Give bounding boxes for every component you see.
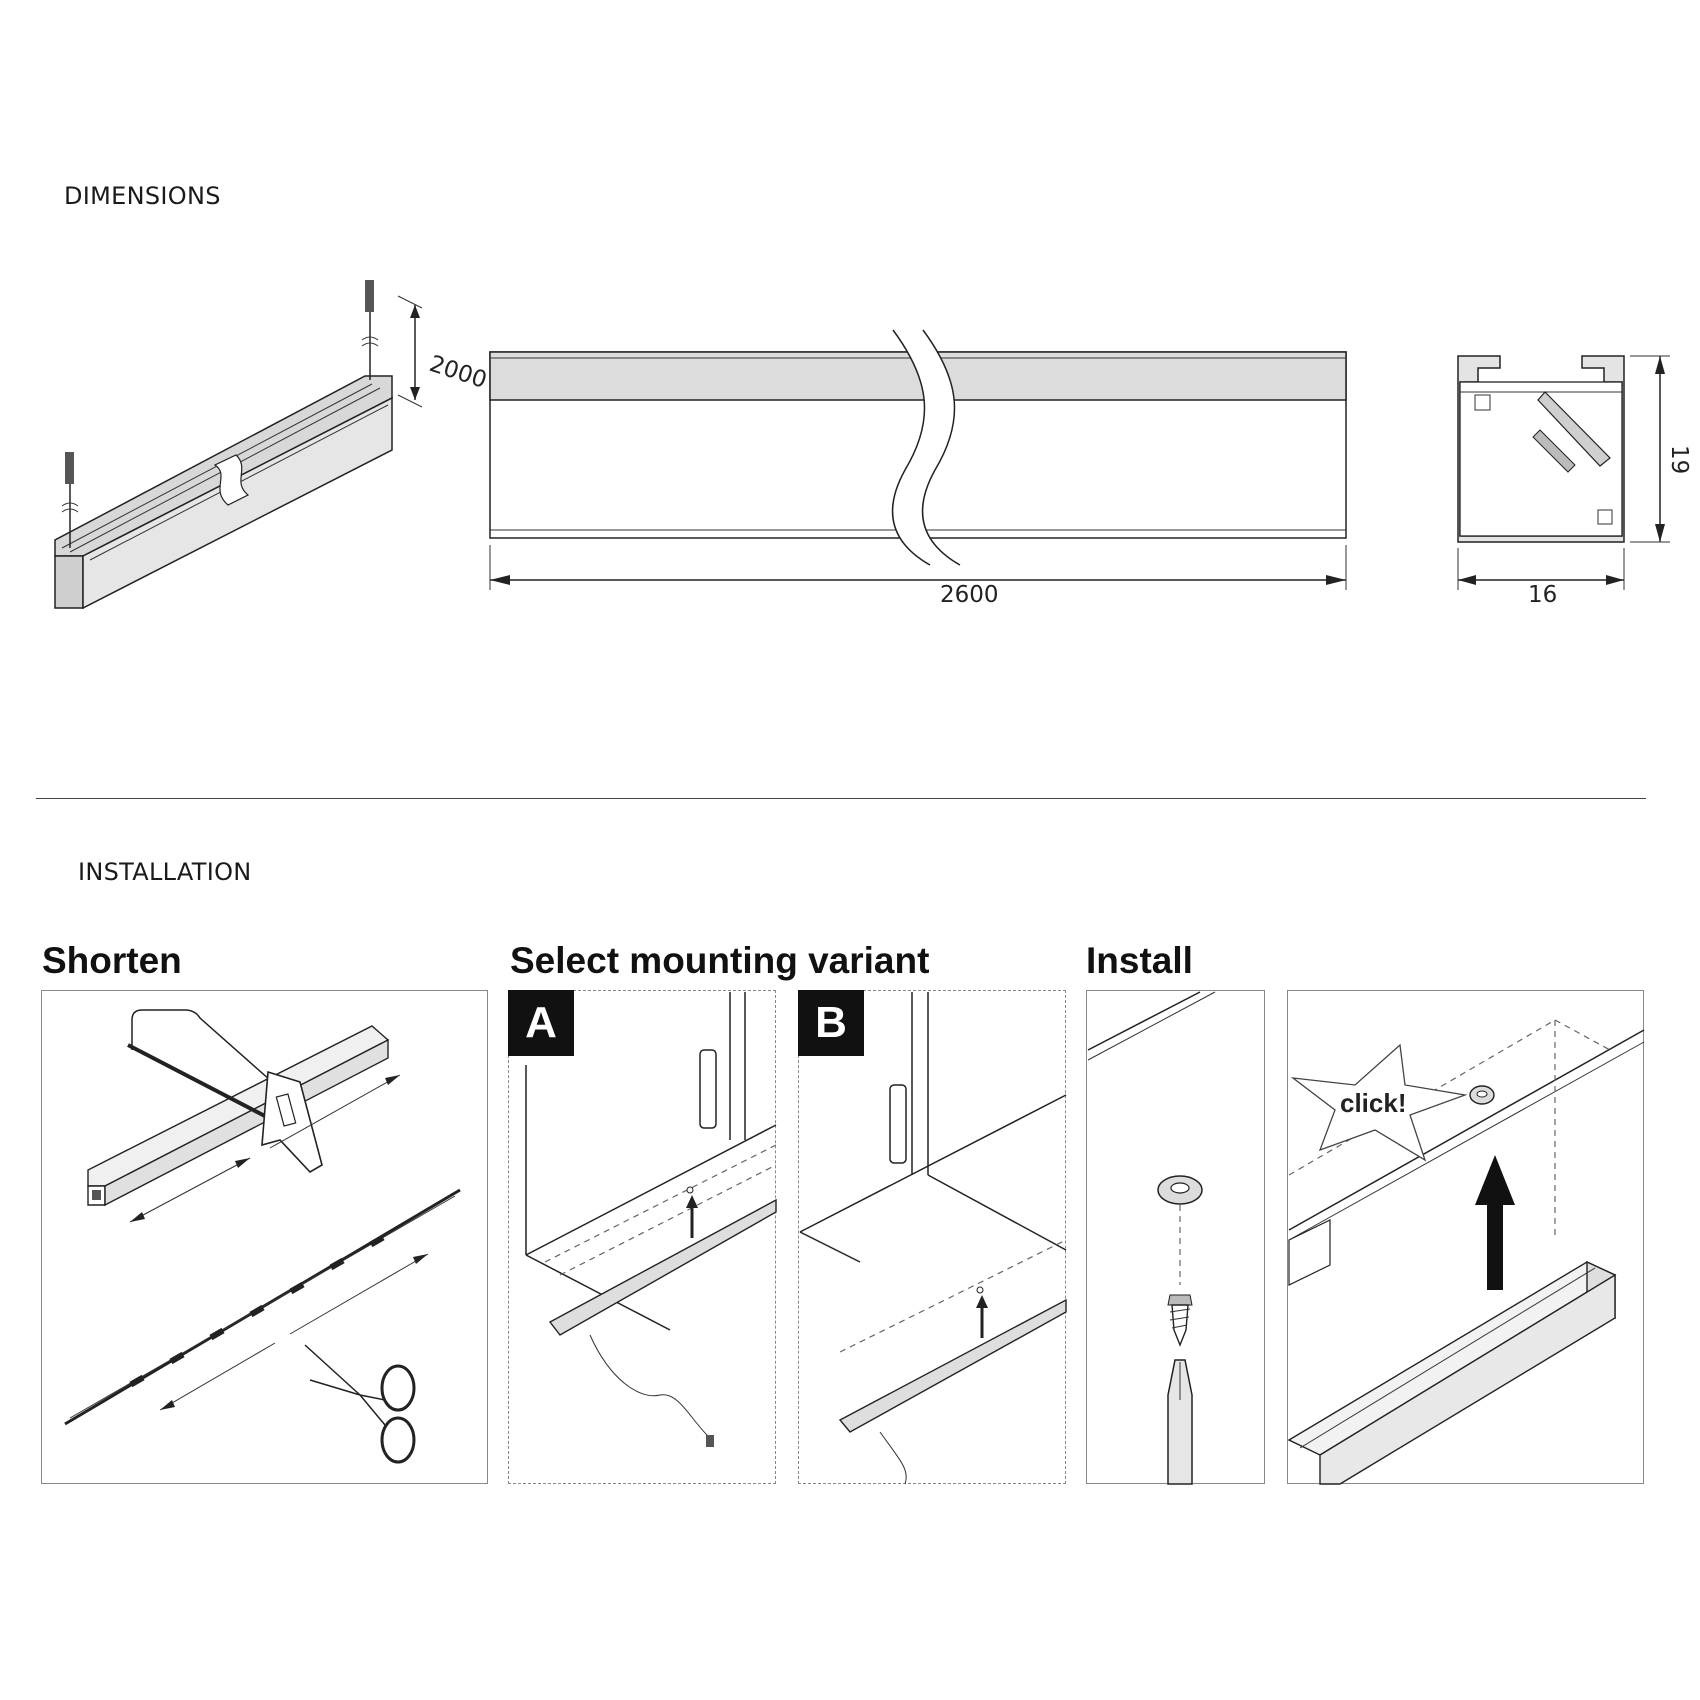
profile-length-label: 2600 [940, 582, 999, 608]
variant-b-panel [798, 990, 1066, 1484]
shorten-panel [41, 990, 488, 1484]
dimensions-heading: DIMENSIONS [64, 182, 221, 210]
step-shorten-title: Shorten [42, 940, 182, 981]
section-divider [36, 798, 1646, 799]
step-install-title: Install [1086, 940, 1193, 981]
profile-height-label: 19 [1666, 445, 1692, 474]
variant-a-badge: A [508, 990, 574, 1056]
profile-width-label: 16 [1528, 582, 1557, 608]
installation-heading: INSTALLATION [78, 858, 252, 886]
install-click-panel [1287, 990, 1644, 1484]
click-callout-text: click! [1340, 1088, 1407, 1118]
variant-b-badge: B [798, 990, 864, 1056]
variant-a-panel [508, 990, 776, 1484]
step-select-variant-title: Select mounting variant [510, 940, 930, 981]
